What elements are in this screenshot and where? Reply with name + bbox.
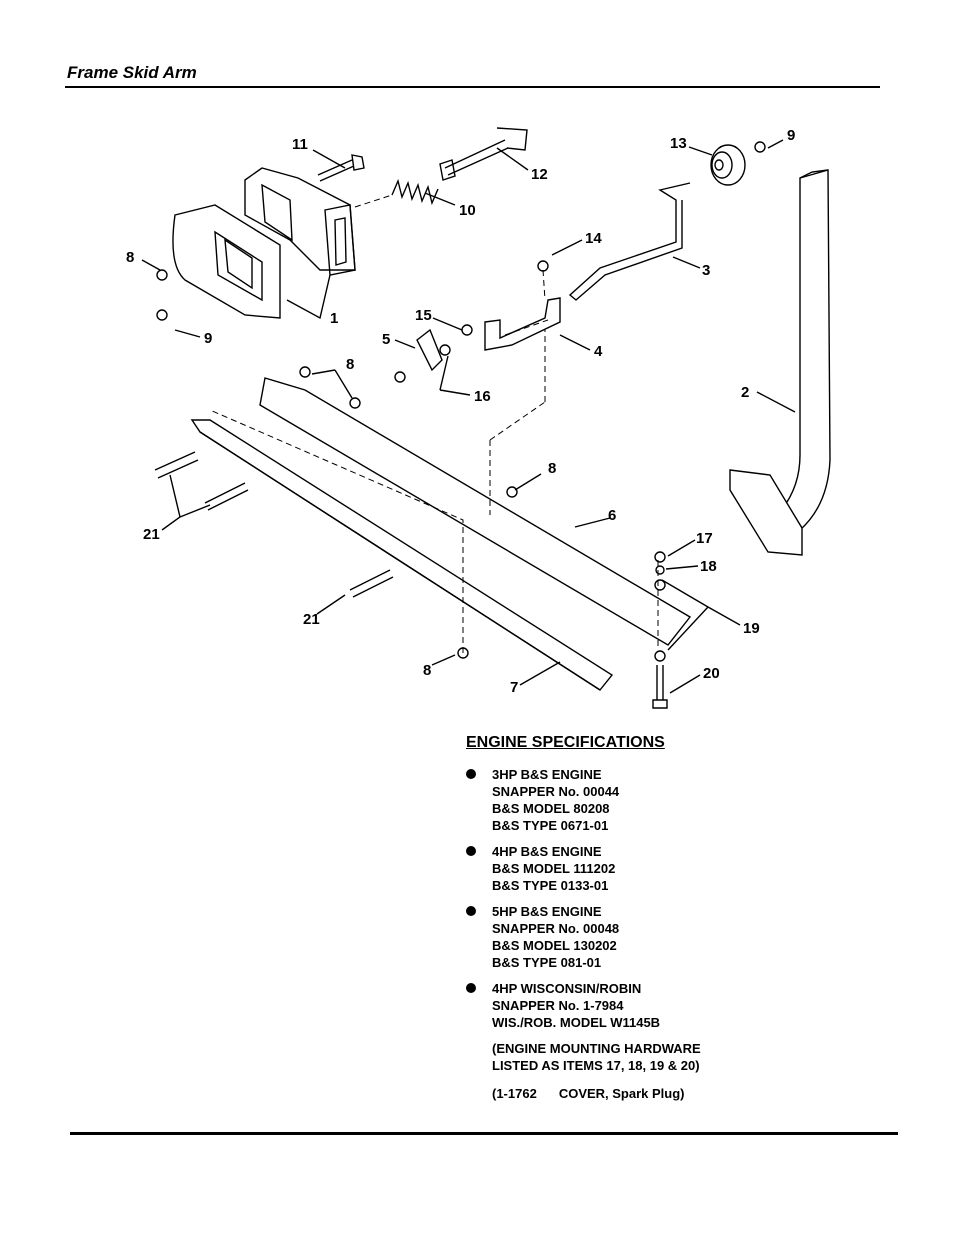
- callout-18: 18: [700, 558, 717, 575]
- spec-line: 5HP B&S ENGINE: [492, 904, 602, 919]
- bolt-part-21b: [349, 569, 394, 598]
- callout-12: 12: [531, 166, 548, 183]
- skid-arm-part-2: [729, 169, 831, 556]
- callout-21: 21: [143, 526, 160, 543]
- spec-line: B&S MODEL 80208: [492, 801, 610, 816]
- callout-labels: 11 12 10 13 9 14 3 8 1 9 15 5 4 8 16 2 8…: [126, 127, 795, 696]
- page-title: Frame Skid Arm: [67, 63, 197, 82]
- bolt-part-21a: [154, 451, 249, 511]
- callout-16: 16: [474, 388, 491, 405]
- callout-13: 13: [670, 135, 687, 152]
- spec-line: B&S MODEL 130202: [492, 938, 617, 953]
- bolt-part-20: [652, 665, 668, 709]
- pulley-part-13: [710, 144, 746, 186]
- spec-line: SNAPPER No. 00044: [492, 784, 620, 799]
- spring-part-10: [391, 178, 439, 206]
- rail-part-7: [190, 419, 614, 691]
- spec-line: B&S TYPE 0671-01: [492, 818, 609, 833]
- callout-14: 14: [585, 230, 602, 247]
- callout-8: 8: [126, 249, 134, 266]
- note-line: LISTED AS ITEMS 17, 18, 19 & 20): [492, 1058, 700, 1073]
- callout-10: 10: [459, 202, 476, 219]
- callout-1: 1: [330, 310, 338, 327]
- callout-20: 20: [703, 665, 720, 682]
- spec-line: B&S TYPE 0133-01: [492, 878, 609, 893]
- callout-11: 11: [292, 136, 308, 153]
- spec-line: 3HP B&S ENGINE: [492, 767, 602, 782]
- callout-8: 8: [346, 356, 354, 373]
- spec-line: 4HP WISCONSIN/ROBIN: [492, 981, 642, 996]
- bolt-part-11: [317, 154, 365, 182]
- callout-3: 3: [702, 262, 710, 279]
- callout-21: 21: [303, 611, 320, 628]
- footer-rule: [70, 1132, 898, 1135]
- spec-item: 5HP B&S ENGINE SNAPPER No. 00048 B&S MOD…: [466, 903, 906, 971]
- leader-lines: [141, 139, 796, 694]
- callout-17: 17: [696, 530, 713, 547]
- spec-line: B&S MODEL 111202: [492, 861, 616, 876]
- spec-line: 4HP B&S ENGINE: [492, 844, 602, 859]
- note-line: (ENGINE MOUNTING HARDWARE: [492, 1041, 701, 1056]
- bullet-icon: [466, 983, 476, 993]
- engine-specifications: ENGINE SPECIFICATIONS 3HP B&S ENGINE SNA…: [466, 734, 906, 1101]
- header-rule: [65, 86, 880, 88]
- callout-2: 2: [741, 384, 749, 401]
- specs-title: ENGINE SPECIFICATIONS: [466, 734, 665, 751]
- spec-item: 3HP B&S ENGINE SNAPPER No. 00044 B&S MOD…: [466, 766, 906, 834]
- callout-7: 7: [510, 679, 518, 696]
- spec-line: B&S TYPE 081-01: [492, 955, 602, 970]
- rail-part-6: [259, 377, 692, 646]
- bullet-icon: [466, 769, 476, 779]
- spec-line: SNAPPER No. 00048: [492, 921, 620, 936]
- callout-8: 8: [423, 662, 431, 679]
- callout-9: 9: [204, 330, 212, 347]
- spark-plug-cover-note: (1-1762 COVER, Spark Plug): [466, 1086, 906, 1101]
- callout-5: 5: [382, 331, 390, 348]
- callout-8: 8: [548, 460, 556, 477]
- cover-description: COVER, Spark Plug): [558, 1086, 685, 1101]
- cover-part-number: (1-1762: [492, 1086, 537, 1101]
- spec-item: 4HP B&S ENGINE B&S MODEL 111202 B&S TYPE…: [466, 843, 906, 894]
- spec-item: 4HP WISCONSIN/ROBIN SNAPPER No. 1-7984 W…: [466, 980, 906, 1031]
- callout-19: 19: [743, 620, 760, 637]
- bullet-icon: [466, 846, 476, 856]
- assembly-lines: [209, 194, 659, 653]
- engine-bracket-part-1: [172, 167, 356, 319]
- callout-6: 6: [608, 507, 616, 524]
- callout-9: 9: [787, 127, 795, 144]
- spec-line: WIS./ROB. MODEL W1145B: [492, 1015, 661, 1030]
- callout-4: 4: [594, 343, 603, 360]
- latch-part-5: [416, 328, 443, 372]
- parts-diagram: 11 12 10 13 9 14 3 8 1 9 15 5 4 8 16 2 8…: [126, 127, 831, 709]
- rod-part-3: [568, 182, 691, 301]
- bullet-icon: [466, 906, 476, 916]
- bolt-part-12: [439, 127, 528, 181]
- mounting-hardware-note: (ENGINE MOUNTING HARDWARE LISTED AS ITEM…: [466, 1040, 906, 1074]
- spec-line: SNAPPER No. 1-7984: [492, 998, 624, 1013]
- callout-15: 15: [415, 307, 432, 324]
- bracket-part-4: [484, 297, 561, 351]
